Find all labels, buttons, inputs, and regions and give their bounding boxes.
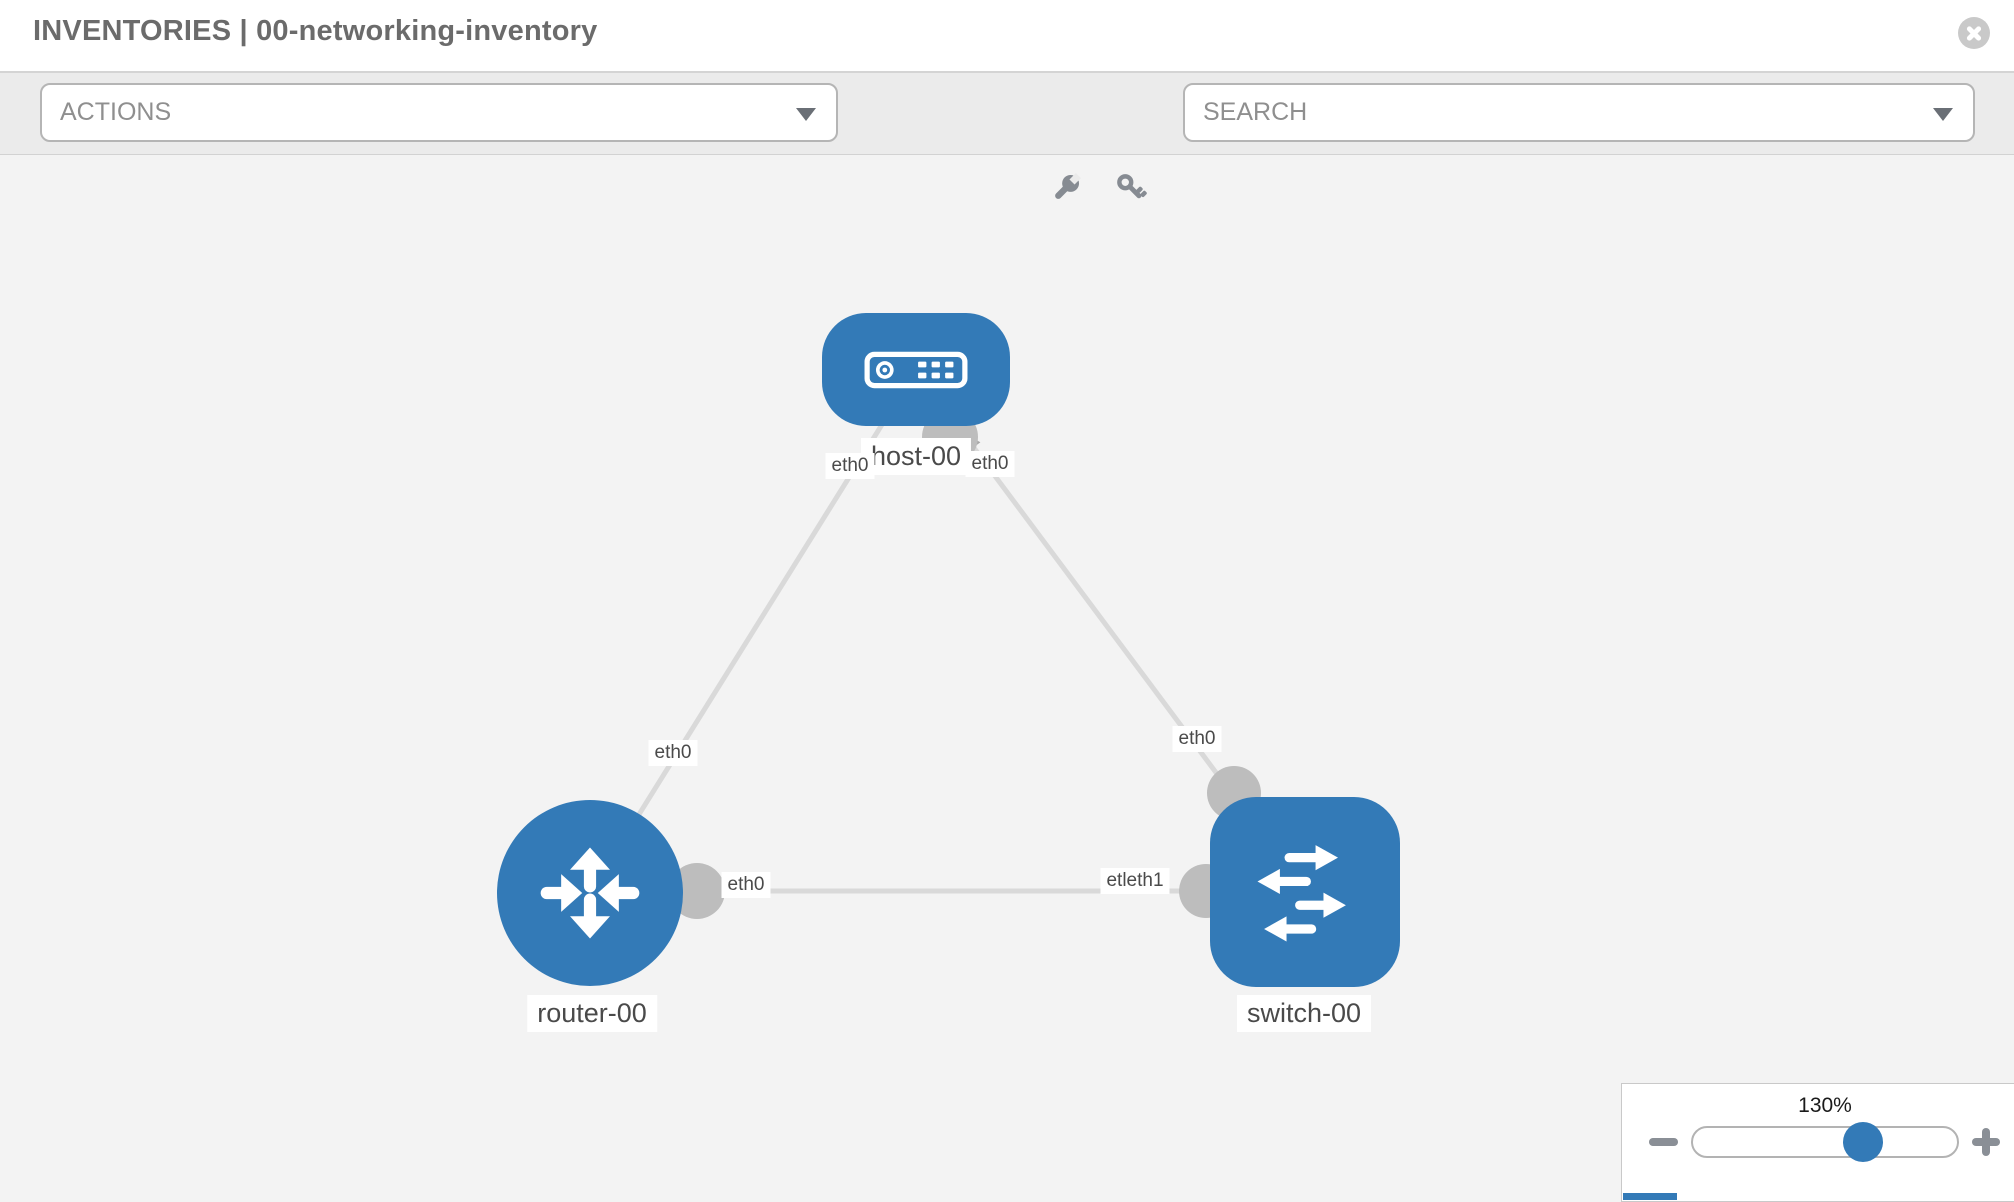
interface-label-router-to-switch: eth0 bbox=[721, 872, 771, 898]
node-host-00[interactable] bbox=[822, 313, 1010, 426]
toolbar: ACTIONS SEARCH bbox=[0, 73, 2014, 199]
router-icon bbox=[540, 847, 640, 939]
zoom-out-button[interactable] bbox=[1649, 1138, 1678, 1146]
interface-label-host-to-router: eth0 bbox=[825, 453, 875, 479]
node-label-host[interactable]: host-00 bbox=[860, 438, 972, 475]
search-dropdown-label: SEARCH bbox=[1203, 98, 1308, 126]
wrench-icon[interactable] bbox=[1046, 170, 1084, 208]
interface-label-switch-to-host: eth0 bbox=[1172, 726, 1222, 752]
zoom-control-panel: 130% bbox=[1621, 1083, 2014, 1202]
node-label-router[interactable]: router-00 bbox=[527, 995, 657, 1032]
chevron-down-icon bbox=[796, 108, 816, 121]
search-dropdown[interactable]: SEARCH bbox=[1183, 83, 1975, 142]
actions-dropdown[interactable]: ACTIONS bbox=[40, 83, 838, 142]
zoom-level-value: 130% bbox=[1798, 1094, 1852, 1117]
zoom-slider-handle[interactable] bbox=[1843, 1122, 1883, 1162]
page-header: INVENTORIES | 00-networking-inventory bbox=[0, 0, 2014, 73]
node-switch-00[interactable] bbox=[1210, 797, 1400, 987]
chevron-down-icon bbox=[1933, 108, 1953, 121]
host-icon bbox=[864, 351, 968, 388]
switch-icon bbox=[1257, 845, 1346, 942]
interface-dot-router-eth0[interactable] bbox=[669, 863, 725, 919]
topology-canvas[interactable] bbox=[0, 155, 2014, 1200]
interface-label-host-to-switch: eth0 bbox=[965, 451, 1015, 477]
interface-label-switch-to-router: etleth1 bbox=[1100, 868, 1170, 894]
actions-dropdown-label: ACTIONS bbox=[60, 98, 172, 126]
zoom-in-button[interactable] bbox=[1972, 1128, 2000, 1156]
interface-label-router-to-host: eth0 bbox=[648, 740, 698, 766]
node-router-00[interactable] bbox=[497, 800, 683, 986]
key-icon[interactable] bbox=[1113, 170, 1151, 208]
page-title: INVENTORIES | 00-networking-inventory bbox=[33, 15, 598, 47]
close-icon[interactable] bbox=[1958, 17, 1990, 49]
zoom-slider-track[interactable] bbox=[1691, 1126, 1959, 1158]
node-label-switch[interactable]: switch-00 bbox=[1236, 995, 1372, 1032]
clipped-blue-element bbox=[1623, 1193, 1677, 1200]
